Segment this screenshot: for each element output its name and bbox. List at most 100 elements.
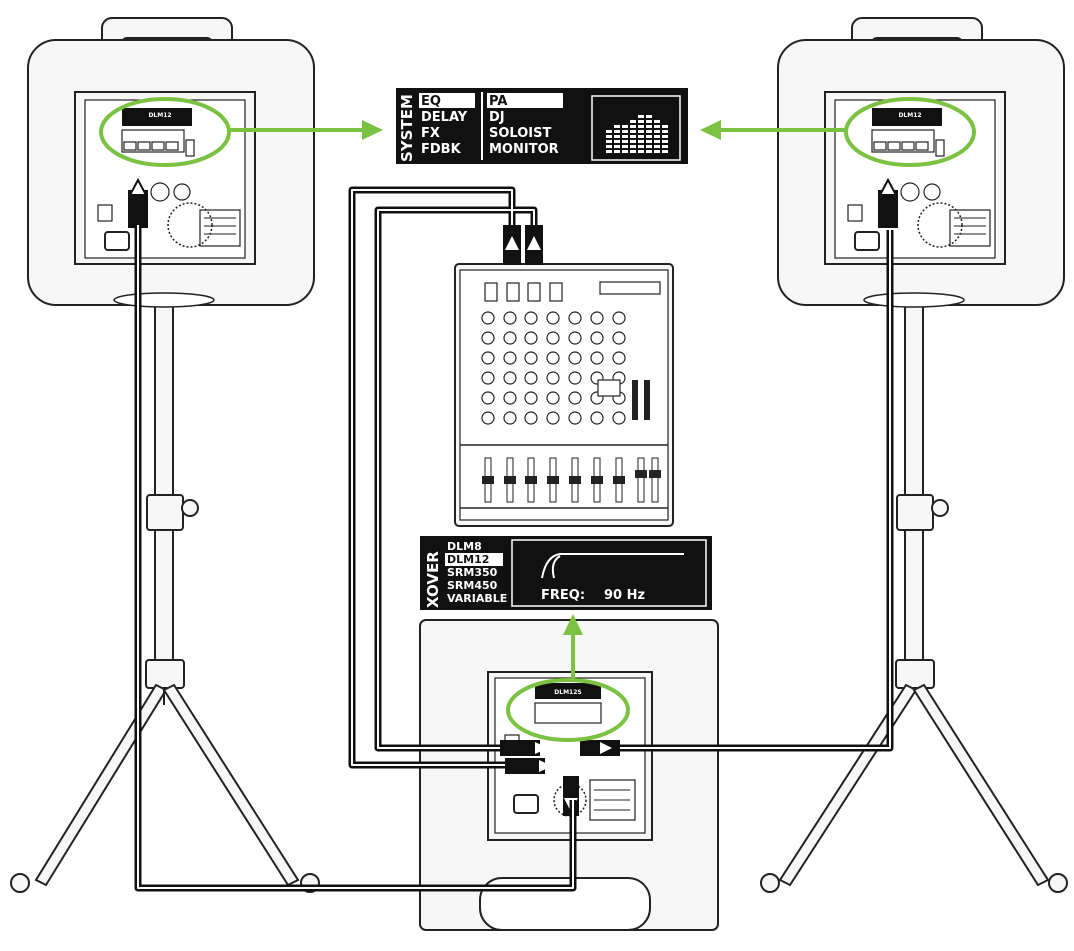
mixer-main-fader-cap (649, 470, 661, 478)
mixer-knob (546, 331, 560, 345)
mixer-knob (524, 311, 538, 325)
mixer-knob (546, 371, 560, 385)
mixer-main-fader-slot (651, 457, 659, 503)
meter-segment (662, 150, 668, 153)
system-level-meter (606, 115, 668, 153)
subwoofer: DLM12S (419, 619, 719, 931)
right-speaker: DLM12 (777, 17, 1065, 308)
meter-segment (662, 125, 668, 128)
xover-option-item: DLM12 (447, 553, 489, 566)
mixer-knob (612, 331, 626, 345)
meter-segment (638, 135, 644, 138)
mixer-knob (590, 311, 604, 325)
meter-segment (646, 130, 652, 133)
mixer-knob (481, 371, 495, 385)
xover-freq-value: 90 Hz (604, 588, 645, 603)
mixer-knob (524, 351, 538, 365)
meter-segment (638, 150, 644, 153)
meter-segment (606, 130, 612, 133)
meter-segment (606, 150, 612, 153)
meter-segment (638, 125, 644, 128)
system-heading: SYSTEM (398, 94, 416, 162)
mixer-knob (481, 391, 495, 405)
meter-segment (638, 140, 644, 143)
left-speaker: DLM12 (27, 17, 315, 308)
meter-segment (654, 145, 660, 148)
system-mode-item: FDBK (421, 142, 462, 157)
arrow-up-head (563, 614, 583, 635)
meter-segment (630, 120, 636, 123)
mixer-knob (590, 331, 604, 345)
cables-inner (137, 189, 891, 889)
mixer-knob (546, 351, 560, 365)
mixer-knob (568, 391, 582, 405)
meter-segment (646, 115, 652, 118)
mixer-knob (612, 311, 626, 325)
mixer-main-fader-slot (637, 457, 645, 503)
meter-segment (654, 140, 660, 143)
mixer-knob (503, 331, 517, 345)
xover-option-item: DLM8 (447, 540, 482, 553)
mixer (454, 263, 674, 527)
mixer-meter (644, 380, 650, 420)
meter-segment (646, 125, 652, 128)
meter-segment (614, 130, 620, 133)
system-mode-highlight (419, 93, 475, 108)
mixer-fader-cap (591, 476, 603, 484)
mixer-fader-cap (482, 476, 494, 484)
meter-segment (646, 135, 652, 138)
system-option-item: MONITOR (489, 142, 559, 157)
mixer-knob (590, 411, 604, 425)
xover-filter-curve (541, 553, 684, 579)
mixer-knob (503, 311, 517, 325)
meter-segment (646, 120, 652, 123)
left-speaker-badge: DLM12 (148, 112, 171, 119)
mixer-meter (632, 380, 638, 420)
meter-segment (638, 120, 644, 123)
mixer-fader-cap (525, 476, 537, 484)
meter-segment (662, 140, 668, 143)
left-speaker-stand (10, 299, 320, 893)
meter-segment (622, 135, 628, 138)
arrow-left-head (700, 120, 721, 140)
meter-segment (630, 145, 636, 148)
arrow-right-head (362, 120, 383, 140)
meter-segment (614, 135, 620, 138)
right-speaker-badge: DLM12 (898, 112, 921, 119)
mixer-knob (481, 351, 495, 365)
meter-segment (630, 140, 636, 143)
mixer-knob (568, 411, 582, 425)
mixer-knob (612, 411, 626, 425)
system-mode-item: DELAY (421, 110, 468, 125)
meter-segment (638, 115, 644, 118)
mixer-knob (524, 411, 538, 425)
mixer-knob (546, 411, 560, 425)
xover-option-item: VARIABLE (447, 592, 507, 605)
mixer-knob (524, 371, 538, 385)
meter-segment (606, 145, 612, 148)
system-mode-item: EQ (421, 94, 441, 109)
mixer-fader-cap (613, 476, 625, 484)
meter-segment (614, 145, 620, 148)
mixer-knob (524, 391, 538, 405)
mixer-knob (481, 331, 495, 345)
meter-segment (622, 130, 628, 133)
meter-segment (654, 135, 660, 138)
meter-segment (630, 150, 636, 153)
meter-segment (638, 130, 644, 133)
meter-segment (606, 140, 612, 143)
mixer-knob (546, 311, 560, 325)
system-option-highlight (487, 93, 563, 108)
meter-segment (614, 125, 620, 128)
meter-segment (606, 135, 612, 138)
mixer-knob (568, 311, 582, 325)
sub-badge: DLM12S (554, 689, 581, 696)
mixer-fader-cap (569, 476, 581, 484)
meter-segment (622, 150, 628, 153)
mixer-knob (546, 391, 560, 405)
